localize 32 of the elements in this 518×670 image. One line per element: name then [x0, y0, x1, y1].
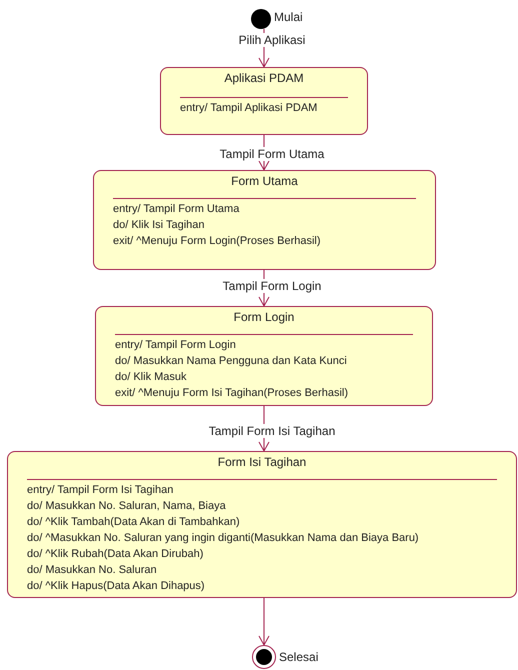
activity-text: do/ Klik Masuk [115, 370, 188, 385]
activity-text: do/ ^Klik Hapus(Data Akan Dihapus) [27, 579, 206, 594]
activity-text: do/ Klik Isi Tagihan [113, 218, 206, 233]
state-name: Form Utama [231, 174, 298, 188]
state-name: Mulai [274, 11, 303, 23]
edge-label: Tampil Form Utama [218, 147, 326, 161]
activity-text: do/ ^Klik Tambah(Data Akan di Tambahkan) [27, 515, 241, 530]
final-state [252, 645, 276, 669]
state-name: Aplikasi PDAM [224, 71, 304, 85]
state-box [95, 306, 433, 406]
state-box [93, 170, 436, 270]
activity-text: exit/ ^Menuju Form Login(Proses Berhasil) [113, 234, 322, 249]
activity-text: entry/ Tampil Form Utama [113, 202, 240, 217]
state-name: Form Login [234, 310, 294, 324]
activity-text: do/ ^Masukkan No. Saluran yang ingin diganti(Masukkan Nama dan Biaya Baru) [27, 531, 420, 546]
transition-arrow [258, 598, 270, 646]
activity-text: do/ ^Klik Rubah(Data Akan Dirubah) [27, 547, 204, 562]
initial-state [251, 9, 271, 29]
activity-text: entry/ Tampil Aplikasi PDAM [180, 101, 318, 116]
activity-text: entry/ Tampil Form Login [115, 338, 237, 353]
edge-label: Tampil Form Login [220, 279, 324, 293]
activity-text: do/ Masukkan No. Saluran [27, 563, 158, 578]
activity-text: entry/ Tampil Form Isi Tagihan [27, 483, 174, 498]
edge-label: Pilih Aplikasi [236, 33, 308, 47]
state-box [160, 67, 368, 135]
activity-text: do/ Masukkan No. Saluran, Nama, Biaya [27, 499, 227, 514]
activity-text: do/ Masukkan Nama Pengguna dan Kata Kunci [115, 354, 348, 369]
edge-label: Tampil Form Isi Tagihan [206, 424, 338, 438]
activity-text: exit/ ^Menuju Form Isi Tagihan(Proses Berhasil) [115, 386, 349, 401]
state-box [7, 451, 517, 598]
state-name: Form Isi Tagihan [218, 455, 306, 469]
state-name: Selesai [279, 651, 318, 663]
